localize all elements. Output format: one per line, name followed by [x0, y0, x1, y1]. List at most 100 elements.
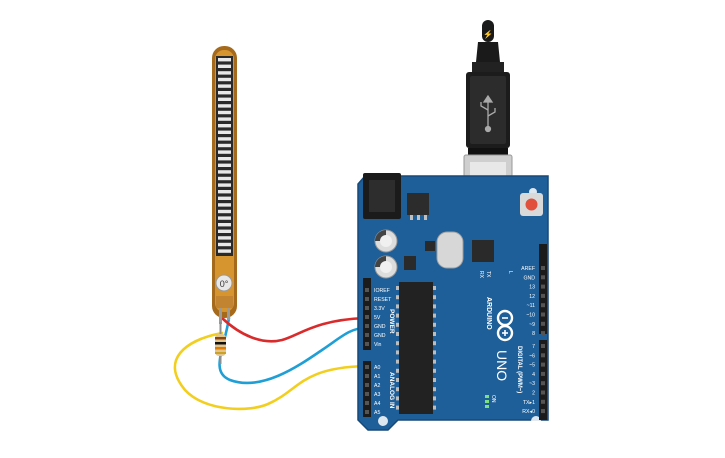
header-pin[interactable]	[541, 331, 545, 336]
flex-lead-right	[227, 308, 230, 320]
header-pin[interactable]	[541, 284, 545, 289]
flex-trace	[218, 71, 231, 75]
digital-header-bottom[interactable]	[539, 340, 547, 420]
mcu-pin	[433, 378, 436, 382]
header-pin[interactable]	[365, 333, 369, 337]
tx-led-label: TX	[485, 271, 491, 278]
header-pin[interactable]	[365, 324, 369, 328]
flex-trace	[218, 236, 231, 240]
flex-trace	[218, 249, 231, 253]
header-pin[interactable]	[541, 371, 545, 376]
flex-trace	[218, 124, 231, 128]
analog-header-label: ANALOG IN	[388, 372, 395, 409]
mcu-pin	[396, 304, 399, 309]
flex-trace	[218, 170, 231, 174]
small-ic	[425, 241, 435, 251]
flex-trace	[218, 117, 231, 121]
header-pin[interactable]	[365, 392, 369, 396]
flex-trace	[218, 163, 231, 167]
header-pin[interactable]	[541, 344, 545, 348]
pin-label: RX◂0	[522, 409, 535, 415]
mcu-pin	[433, 350, 436, 355]
reset-button[interactable]	[520, 193, 543, 216]
header-pin[interactable]	[365, 342, 369, 346]
header-pin[interactable]	[541, 293, 545, 298]
flex-trace	[218, 143, 231, 148]
digital-header-top[interactable]	[539, 244, 547, 336]
model-label: UNO	[494, 350, 510, 381]
pin-label: ~10	[526, 313, 535, 319]
voltage-regulator	[407, 193, 429, 215]
flex-trace	[218, 209, 231, 214]
usb-interface-chip	[472, 240, 494, 262]
flex-trace	[218, 190, 231, 194]
yellow-signal-wire[interactable]	[173, 331, 367, 411]
mcu-pin	[433, 341, 436, 346]
header-pin[interactable]	[541, 275, 545, 280]
flex-trace	[218, 91, 231, 95]
mcu-pin	[433, 387, 436, 392]
flex-trace	[218, 223, 231, 227]
header-pin[interactable]	[365, 297, 369, 301]
header-pin[interactable]	[541, 303, 545, 308]
capacitor-bottom	[374, 255, 398, 279]
header-pin[interactable]	[541, 353, 545, 358]
pin-label: IOREF	[374, 288, 390, 294]
flex-trace	[218, 97, 231, 101]
flex-sensor[interactable]: 0°	[212, 46, 237, 324]
pin-label: A5	[374, 410, 380, 416]
header-pin[interactable]	[541, 266, 545, 270]
flex-trace	[218, 84, 231, 88]
mcu-pin	[396, 350, 399, 355]
usb-power-symbol: ⚡	[483, 29, 493, 39]
flex-lead-left	[219, 308, 222, 324]
header-pin[interactable]	[541, 362, 545, 367]
pin-label: A4	[374, 401, 380, 407]
flex-trace	[218, 150, 231, 154]
header-pin[interactable]	[541, 409, 545, 414]
mcu-pin	[396, 322, 399, 327]
pin-label: GND	[374, 333, 386, 339]
power-header[interactable]	[363, 278, 371, 350]
header-pin[interactable]	[365, 365, 369, 369]
header-pin[interactable]	[365, 383, 369, 387]
mcu-pin	[396, 378, 399, 382]
flex-trace	[218, 130, 231, 134]
mcu-pin	[396, 396, 399, 401]
header-pin[interactable]	[541, 399, 545, 404]
flex-trace	[218, 64, 231, 68]
crystal-oscillator	[436, 231, 464, 269]
header-pin[interactable]	[365, 410, 369, 414]
header-pin[interactable]	[365, 374, 369, 378]
resistor[interactable]	[215, 322, 226, 364]
header-pin[interactable]	[541, 312, 545, 317]
header-pin[interactable]	[365, 315, 369, 319]
header-pin[interactable]	[365, 306, 369, 310]
mcu-pin	[396, 387, 399, 392]
analog-header[interactable]	[363, 361, 371, 417]
pin-label: A0	[374, 365, 380, 371]
mcu-pin	[396, 332, 399, 336]
mcu-pin	[433, 322, 436, 327]
pin-label: RESET	[374, 297, 392, 303]
header-pin[interactable]	[541, 321, 545, 326]
flex-trace	[218, 137, 231, 141]
header-pin[interactable]	[365, 288, 369, 292]
flex-trace	[218, 229, 231, 233]
blue-ground-wire[interactable]	[218, 316, 367, 385]
pin-label: 5V	[374, 315, 381, 321]
mcu-pin	[396, 286, 399, 290]
mcu-pin	[433, 304, 436, 309]
flex-trace	[218, 196, 231, 200]
mcu-pin	[396, 405, 399, 410]
pin-label: 8	[532, 331, 535, 337]
red-power-wire[interactable]	[220, 316, 367, 343]
header-pin[interactable]	[541, 381, 545, 386]
pin-label: A3	[374, 392, 380, 398]
on-led	[485, 395, 489, 408]
mcu-pin	[433, 396, 436, 401]
header-pin[interactable]	[541, 390, 545, 395]
header-pin[interactable]	[365, 401, 369, 405]
